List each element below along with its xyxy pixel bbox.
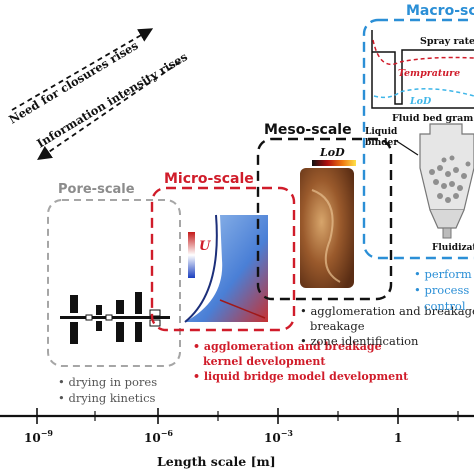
liquid-bridge-flow-field [184,214,268,323]
pore-scale-box [47,199,181,367]
pore-bullet-1: • drying in pores [58,375,157,389]
axis-label: Length scale [m] [157,454,276,469]
micro-scale-panel: Micro-scale U • agglomeration and breaka… [150,171,409,383]
pore-scale-title: Pore-scale [58,182,135,197]
lod-colorbar [312,160,356,166]
meso-scale-panel: Meso-scale LoD • agglomeration and break… [256,122,474,348]
process-chart: Spray rate Temprature LoD [371,30,474,109]
meso-scale-box [256,137,393,301]
meso-scale-title: Meso-scale [264,122,352,138]
liquid-binder-label-1: Liquid [365,127,398,137]
lod-colorbar-label: LoD [319,146,345,159]
macro-scale-title: Macro-scale [406,3,474,19]
granulator-label: Fluid bed gram [392,113,473,124]
macro-scale-panel: Macro-scale Spray rate Temprature LoD Fl… [362,3,474,313]
process-chart-title: Spray rate [420,36,474,47]
fluidized-particles [429,155,471,203]
lod-line [373,88,474,99]
macro-bullet-2: • process [414,283,469,297]
temperature-line [372,39,474,66]
lod-label: LoD [409,96,432,107]
micro-bullet-2: • liquid bridge model development [193,370,409,383]
macro-bullet-1: • perform [414,267,472,281]
tick-label-3: 10−3 [264,428,293,445]
tick-label-4: 1 [394,431,402,445]
tick-label-1: 10−9 [24,428,53,445]
lower-trend-arrow [37,61,181,161]
micro-scale-title: Micro-scale [164,171,254,187]
length-scale-axis: 10−9 10−6 10−3 1 Length scale [m] [0,408,474,469]
velocity-colorbar [188,232,195,278]
micro-bullet-1-cont: kernel development [203,355,326,368]
upper-trend-label: Need for closures rises [6,38,140,126]
meso-bullet-2: • zone identification [300,334,419,348]
spray-rate-line [372,49,474,105]
tick-label-2: 10−6 [144,428,173,445]
liquid-binder-label-2: binder [365,138,398,148]
meso-bullet-1: • agglomeration and breakage [300,304,474,318]
temperature-label: Temprature [398,68,460,79]
macro-bullet-2-cont: control [424,299,466,313]
fluidization-label: Fluidizati [432,243,474,253]
micro-scale-box [150,186,296,332]
macro-scale-box [362,18,474,260]
pore-scale-panel: Pore-scale • drying in pores • drying ki… [47,182,181,405]
micro-bullet-1: • agglomeration and breakage [193,340,382,353]
pore-network-icon [60,292,170,344]
pore-bullet-2: • drying kinetics [58,391,156,405]
velocity-label: U [199,239,211,254]
trend-arrows: Need for closures rises Information inte… [6,28,190,161]
meso-bullet-1-cont: breakage [310,319,365,333]
granule-cross-section [300,168,354,288]
